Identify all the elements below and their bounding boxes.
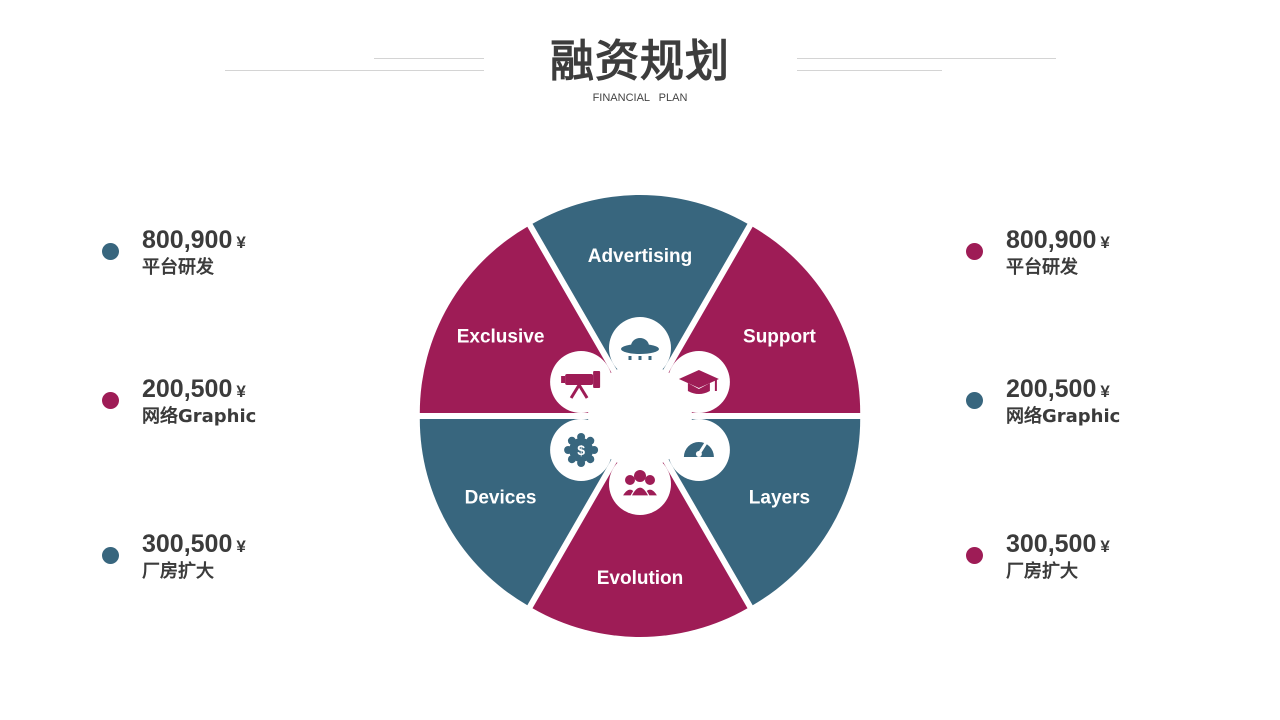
telescope-icon <box>561 371 601 399</box>
amount-value: 200,500¥ <box>1006 375 1110 403</box>
amount-label: 网络Graphic <box>142 406 257 427</box>
people-icon <box>620 470 660 497</box>
amount-label: 平台研发 <box>142 257 214 278</box>
bullet-dot <box>102 392 119 409</box>
title-divider-left-short <box>374 58 484 59</box>
right-item-1: 800,900¥ 平台研发 <box>966 225 1206 285</box>
amount-label: 网络Graphic <box>1006 406 1121 427</box>
wheel-segment-advertising <box>532 194 748 410</box>
amount-value: 800,900¥ <box>1006 226 1110 254</box>
amount-value: 300,500¥ <box>142 530 246 558</box>
amount-value: 800,900¥ <box>142 226 246 254</box>
dollar-gear-icon: $ <box>564 433 599 467</box>
title-divider-right-short <box>797 70 942 71</box>
left-item-1: 800,900¥ 平台研发 <box>102 225 342 285</box>
page-subtitle: FINANCIAL PLAN <box>592 92 688 104</box>
wheel-segment-label: Layers <box>749 488 810 509</box>
title-divider-left-long <box>225 70 484 71</box>
page-title: 融资规划 <box>550 36 730 87</box>
wheel-segment-label: Support <box>743 327 816 348</box>
amount-label: 厂房扩大 <box>1006 561 1078 582</box>
bullet-dot <box>102 243 119 260</box>
left-item-2: 200,500¥ 网络Graphic <box>102 374 342 434</box>
bullet-dot <box>966 243 983 260</box>
wheel-segment-label: Evolution <box>597 568 684 589</box>
wheel-segment-label: Devices <box>465 488 537 509</box>
right-item-3: 300,500¥ 厂房扩大 <box>966 529 1206 589</box>
right-item-2: 200,500¥ 网络Graphic <box>966 374 1206 434</box>
amount-value: 200,500¥ <box>142 375 246 403</box>
title-divider-right-long <box>797 58 1056 59</box>
wheel-hub <box>588 364 692 468</box>
icon-badge <box>609 453 671 515</box>
amount-label: 厂房扩大 <box>142 561 214 582</box>
bullet-dot <box>966 392 983 409</box>
bullet-dot <box>102 547 119 564</box>
wheel-segment-evolution <box>532 422 748 637</box>
wheel-segment-label: Advertising <box>588 246 693 267</box>
left-item-3: 300,500¥ 厂房扩大 <box>102 529 342 589</box>
amount-value: 300,500¥ <box>1006 530 1110 558</box>
bullet-dot <box>966 547 983 564</box>
speedometer-icon <box>683 442 714 457</box>
wheel-segment-label: Exclusive <box>457 327 545 348</box>
svg-text:$: $ <box>577 442 585 458</box>
amount-label: 平台研发 <box>1006 257 1078 278</box>
graduation-cap-icon <box>678 370 719 394</box>
ufo-icon <box>621 338 659 360</box>
